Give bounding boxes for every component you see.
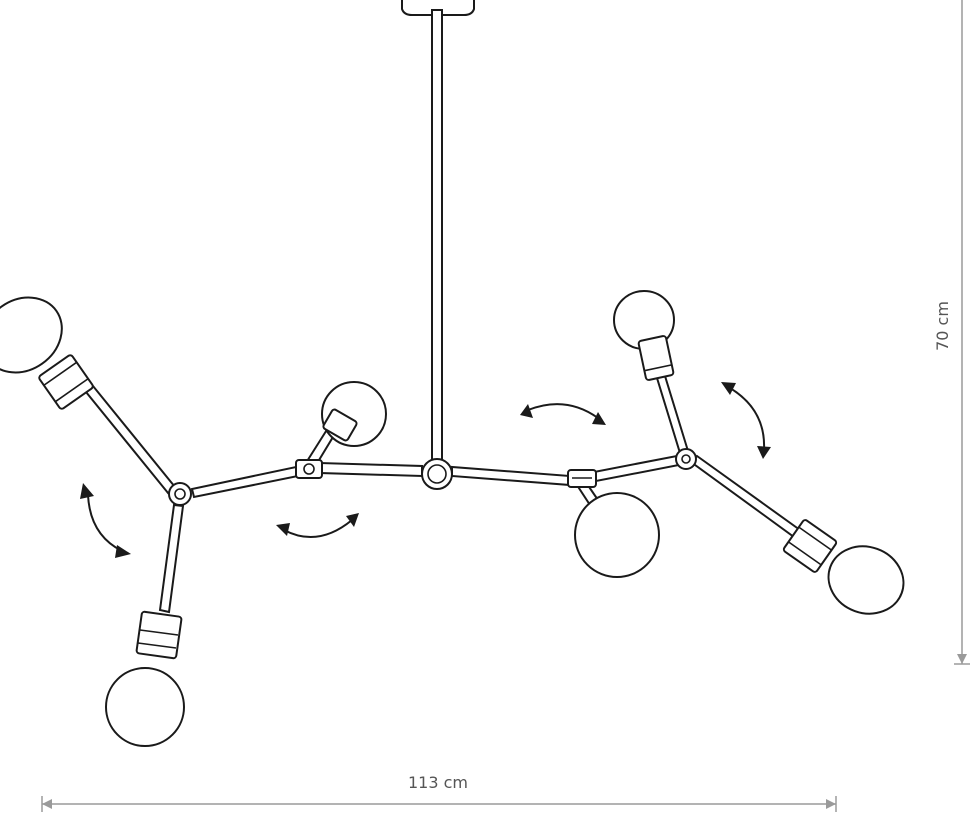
suspension-rod: [431, 9, 443, 466]
joint-right: [675, 448, 697, 470]
bulb-left-inner: [321, 381, 387, 447]
rotation-arrow-left-outer: [80, 483, 131, 558]
height-dimension: [954, 0, 970, 665]
arm-left-upper-branch: [84, 384, 177, 495]
width-dimension-label: 113 cm: [408, 773, 468, 792]
arm-right-upper-branch: [655, 374, 690, 455]
rotation-arrow-right-outer: [721, 382, 771, 459]
arm-right-lower-branch: [689, 454, 802, 539]
joint-left: [168, 482, 192, 506]
height-dimension-label: 70 cm: [933, 301, 952, 351]
arm-left-lower-branch: [158, 503, 185, 614]
bulb-right-inner: [574, 492, 660, 578]
joint-right-inner: [567, 469, 597, 488]
joint-left-inner: [295, 459, 323, 479]
rotation-arrow-center-right: [520, 403, 606, 425]
rotation-arrow-left-inner: [276, 513, 359, 538]
bulb-left-top: [0, 296, 94, 410]
bulb-left-bottom: [105, 610, 185, 747]
bulb-right-bottom: [782, 519, 905, 615]
width-dimension: [41, 796, 837, 812]
central-hub: [421, 458, 453, 490]
ceiling-canopy: [401, 0, 475, 16]
bulb-right-top: [613, 290, 675, 381]
